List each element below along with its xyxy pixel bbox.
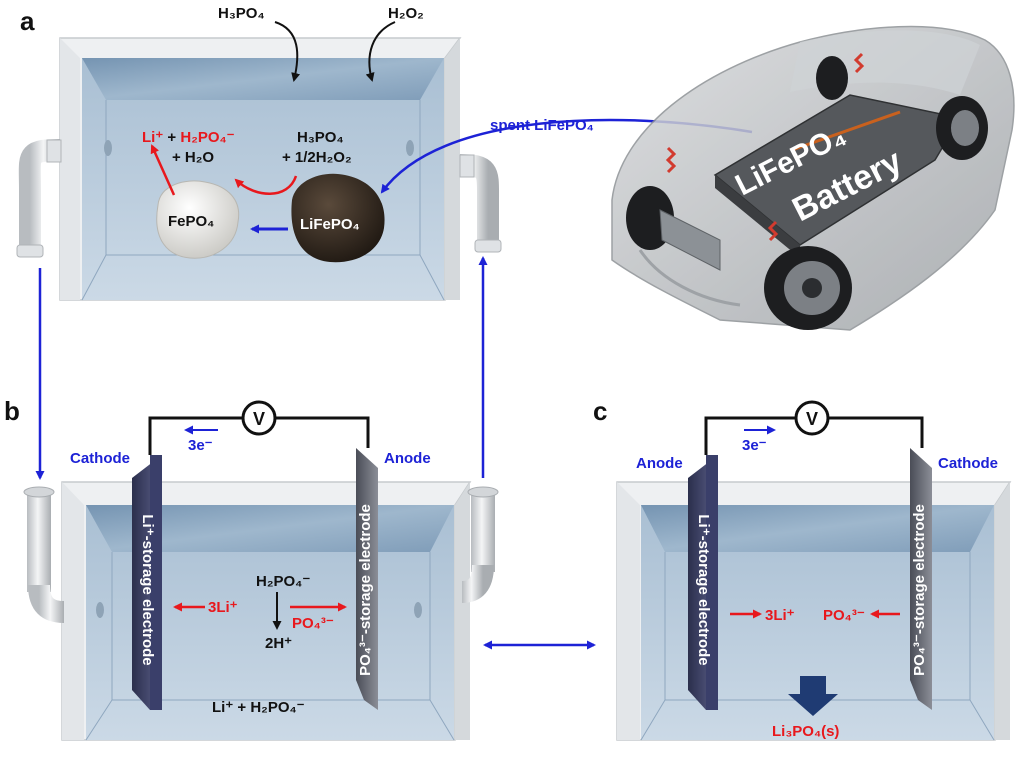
po4-flux-label-b: PO₄³⁻ xyxy=(292,615,334,632)
voltmeter-b xyxy=(241,400,277,436)
li-storage-label-c: Li⁺-storage electrode xyxy=(695,514,712,665)
panel-label-a: a xyxy=(20,6,35,36)
plus-sign: + xyxy=(163,129,180,146)
lifepo4-particle xyxy=(291,173,385,263)
h2po4-label: H₂PO₄⁻ xyxy=(180,129,234,146)
electron-label-c: 3e⁻ xyxy=(742,437,767,454)
po4-storage-label-b: PO₄³⁻-storage electrode xyxy=(357,504,374,676)
cathode-label-c: Cathode xyxy=(938,455,998,472)
lifepo4-label: LiFePO₄ xyxy=(300,216,360,233)
voltmeter-c xyxy=(794,400,830,436)
leach-products-line2: + H₂O xyxy=(172,149,214,166)
voltmeter-symbol-c: V xyxy=(806,409,818,429)
oxidation-arrow xyxy=(234,175,298,195)
h3po4-input-label: H₃PO₄ xyxy=(218,5,265,22)
pipe-left-top xyxy=(16,139,62,258)
h3po4-input-arrow xyxy=(274,21,301,82)
circuit-wire-c xyxy=(704,416,924,455)
anode-label-b: Anode xyxy=(384,450,431,467)
h2o2-input-arrow xyxy=(365,21,396,82)
li-ion-label: Li⁺ xyxy=(142,129,163,146)
rear-left-wheel xyxy=(816,56,848,100)
po4-flux-label-c: PO₄³⁻ xyxy=(823,607,865,624)
fepo4-particle xyxy=(156,180,240,259)
panel-label-c: c xyxy=(593,396,607,426)
pipe-right-top xyxy=(459,154,502,253)
fepo4-label: FePO₄ xyxy=(168,213,214,230)
proton-label-b: 2H⁺ xyxy=(265,635,292,652)
leaching-tank xyxy=(59,37,462,301)
oxidant-line2: + 1/2H₂O₂ xyxy=(282,149,352,166)
oxidant-line1: H₃PO₄ xyxy=(297,129,344,146)
li-release-arrow xyxy=(150,144,176,196)
po4-storage-electrode-b xyxy=(356,448,378,710)
electric-car xyxy=(611,25,1015,331)
precipitate-label: Li₃PO₄(s) xyxy=(772,723,839,740)
pipe-left-bottom xyxy=(23,486,65,623)
po4-storage-label-c: PO₄³⁻-storage electrode xyxy=(911,504,928,676)
anode-label-c: Anode xyxy=(636,455,683,472)
electron-label-b: 3e⁻ xyxy=(188,437,213,454)
spent-lifepo4-label: spent LiFePO₄ xyxy=(490,117,594,134)
electrolyte-label-b: Li⁺ + H₂PO₄⁻ xyxy=(212,699,305,716)
h2po4-label-b: H₂PO₄⁻ xyxy=(256,573,310,590)
li-flux-label-c: 3Li⁺ xyxy=(765,607,795,624)
po4-storage-electrode-c xyxy=(910,448,932,710)
precipitation-arrow xyxy=(788,676,838,716)
pipe-right-bottom xyxy=(461,486,499,603)
panel-label-b: b xyxy=(4,396,20,426)
leach-products-line1: Li⁺ + H₂PO₄⁻ xyxy=(142,129,235,146)
h2o2-input-label: H₂O₂ xyxy=(388,5,424,22)
cathode-label-b: Cathode xyxy=(70,450,130,467)
circuit-wire-b xyxy=(148,416,370,455)
li-storage-label-b: Li⁺-storage electrode xyxy=(139,514,156,665)
voltmeter-symbol-b: V xyxy=(253,409,265,429)
li-flux-label-b: 3Li⁺ xyxy=(208,599,238,616)
